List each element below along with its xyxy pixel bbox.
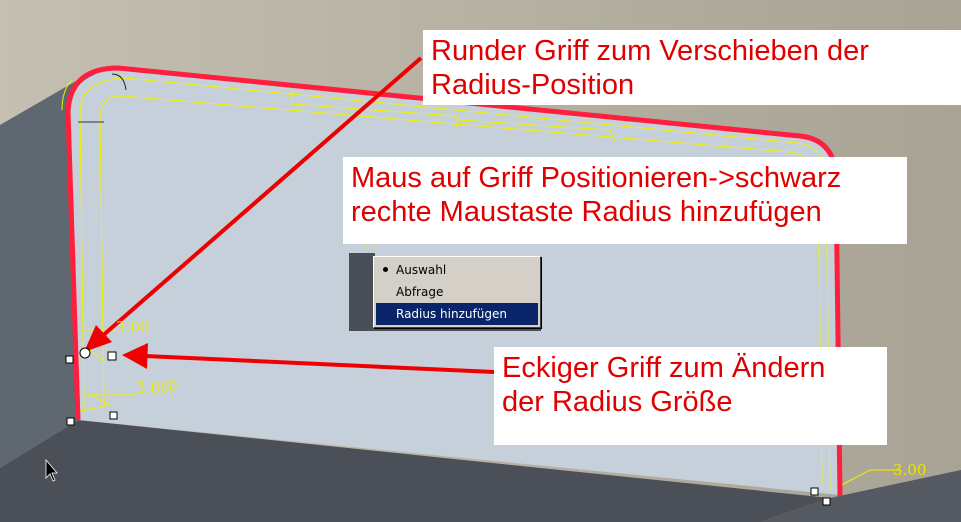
radio-bullet-icon bbox=[383, 267, 388, 272]
menu-item-auswahl[interactable]: Auswahl bbox=[376, 259, 538, 281]
corner-handle-icon[interactable] bbox=[66, 417, 75, 426]
menu-item-radius-hinzufuegen[interactable]: Radius hinzufügen bbox=[376, 303, 538, 325]
corner-handle-icon[interactable] bbox=[65, 355, 74, 364]
dimension-label: 0 bbox=[168, 377, 178, 395]
dimension-label: 3.00 bbox=[893, 461, 927, 479]
menu-item-label: Radius hinzufügen bbox=[396, 307, 507, 321]
menu-item-label: Auswahl bbox=[396, 263, 447, 277]
corner-handle-icon[interactable] bbox=[810, 487, 819, 496]
square-handle-icon[interactable] bbox=[107, 351, 117, 361]
callout-text: der Radius Größe bbox=[502, 386, 733, 418]
panel-bottom-right-face bbox=[760, 470, 961, 522]
callout-text: Maus auf Griff Positionieren->schwarz bbox=[351, 162, 842, 194]
corner-handle-icon[interactable] bbox=[822, 497, 831, 506]
menu-shadow-patch bbox=[349, 253, 375, 331]
context-menu: Auswahl Abfrage Radius hinzufügen bbox=[373, 256, 541, 328]
callout-mouse-hint: Maus auf Griff Positionieren->schwarz re… bbox=[343, 157, 907, 244]
annotation-arrows bbox=[84, 56, 495, 374]
callout-text: Radius-Position bbox=[431, 69, 635, 101]
dimension-label: 3.00 bbox=[116, 318, 150, 336]
callout-text: Eckiger Griff zum Ändern bbox=[502, 352, 826, 384]
menu-item-label: Abfrage bbox=[396, 285, 444, 299]
callout-round-handle: Runder Griff zum Verschieben der Radius-… bbox=[423, 30, 961, 105]
callout-text: rechte Maustaste Radius hinzufügen bbox=[351, 196, 822, 228]
menu-shadow-patch-2 bbox=[349, 326, 541, 331]
dimension-label: 3.00 bbox=[136, 379, 170, 397]
round-handle-icon[interactable] bbox=[79, 347, 91, 359]
corner-handle-icon[interactable] bbox=[109, 411, 118, 420]
corner-arc bbox=[111, 73, 127, 91]
callout-square-handle: Eckiger Griff zum Ändern der Radius Größ… bbox=[494, 347, 887, 445]
callout-text: Runder Griff zum Verschieben der bbox=[431, 35, 869, 67]
mouse-pointer-icon bbox=[45, 458, 58, 482]
menu-item-abfrage[interactable]: Abfrage bbox=[376, 281, 538, 303]
panel-bottom-face bbox=[0, 420, 830, 522]
